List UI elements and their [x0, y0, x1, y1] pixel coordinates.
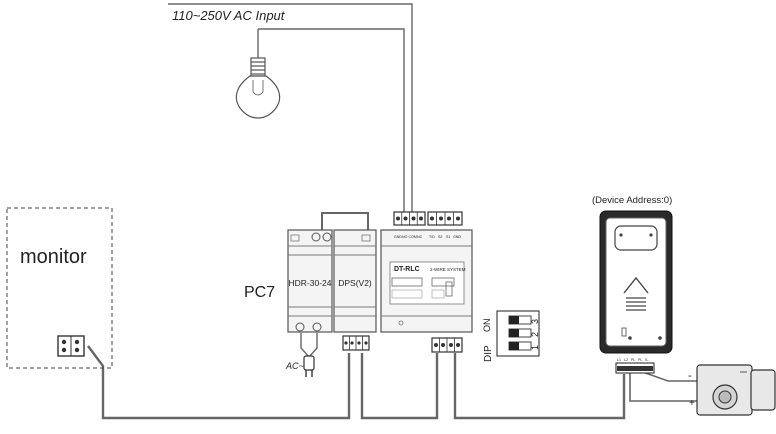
dtrlc-sub-label: 2-WIRE SYSTEM: [430, 267, 466, 272]
rlc-term-td: T/D: [429, 235, 435, 239]
lock-minus-label: -: [688, 370, 692, 382]
lock-wire-plus: [629, 372, 697, 402]
electric-lock-icon: [696, 364, 776, 416]
pc7-label: PC7: [244, 284, 275, 301]
wires: [87, 3, 697, 420]
dip-pos-2-label: 2: [530, 332, 540, 337]
door-station-terminal-labels: L1 L2 PL PL S-: [617, 358, 649, 362]
ds-term-pl2: PL: [638, 358, 642, 362]
dip-pos-3-label: 3: [530, 319, 540, 324]
lamp-icon: [235, 57, 281, 119]
monitor-box: [6, 207, 113, 369]
device-address-label: (Device Address:0): [592, 195, 672, 206]
rlc-term-com: COM: [409, 235, 417, 239]
monitor-label: monitor: [20, 246, 87, 268]
hdr-label: HDR-30-24: [289, 278, 332, 288]
ac-plug-label: AC~: [285, 361, 304, 371]
ds-term-pl: PL: [631, 358, 635, 362]
ds-term-l2: L2: [624, 358, 628, 362]
rlc-term-s1: S1: [446, 235, 450, 239]
rlc-term-s2: S2: [438, 235, 442, 239]
dps-label: DPS(V2): [338, 278, 372, 288]
hdr-power-supply: [287, 229, 333, 333]
dip-switch: [496, 310, 540, 357]
rlc-bus-terminal: [431, 337, 463, 353]
rlc-term-gnd: GND: [394, 235, 402, 239]
lock-wire-minus: [636, 369, 697, 382]
ac-plug-icon: [303, 355, 315, 377]
rlc-term-no: NO: [402, 235, 408, 239]
dps-bus-wire-2: [360, 353, 439, 420]
ac-plug-cord: [300, 333, 318, 359]
ac-input-label: 110~250V AC Input: [172, 8, 286, 23]
ds-term-s: S-: [645, 358, 649, 362]
door-station-terminal: [615, 362, 655, 374]
monitor-terminal: [57, 335, 85, 357]
rlc-term-nc: NC: [417, 235, 423, 239]
ds-term-l1: L1: [617, 358, 621, 362]
rlc-relay-terminal: [393, 211, 426, 226]
dip-on-label: ON: [482, 319, 492, 333]
rlc-terminal-labels: GND NO COM NC T/D S2 S1 GND: [394, 235, 461, 239]
rlc-input-terminal: [427, 211, 463, 226]
dps-v2-module: [333, 229, 377, 333]
ac-input-wire-top: [168, 3, 413, 214]
monitor-bus-wire: [87, 345, 351, 420]
door-station: [599, 210, 673, 354]
dip-label: DIP: [483, 345, 494, 362]
rlc-bus-wire: [453, 353, 626, 420]
dtrlc-label: DT-RLC: [394, 266, 420, 273]
rlc-term-gnd2: GND: [453, 235, 461, 239]
dps-bus-terminal: [342, 335, 370, 351]
dt-rlc-module: [380, 229, 473, 333]
dip-pos-1-label: 1: [530, 345, 540, 350]
lock-plus-label: +: [689, 398, 695, 409]
psu-link-wire: [321, 212, 369, 235]
ac-input-wire-second: [258, 28, 405, 214]
